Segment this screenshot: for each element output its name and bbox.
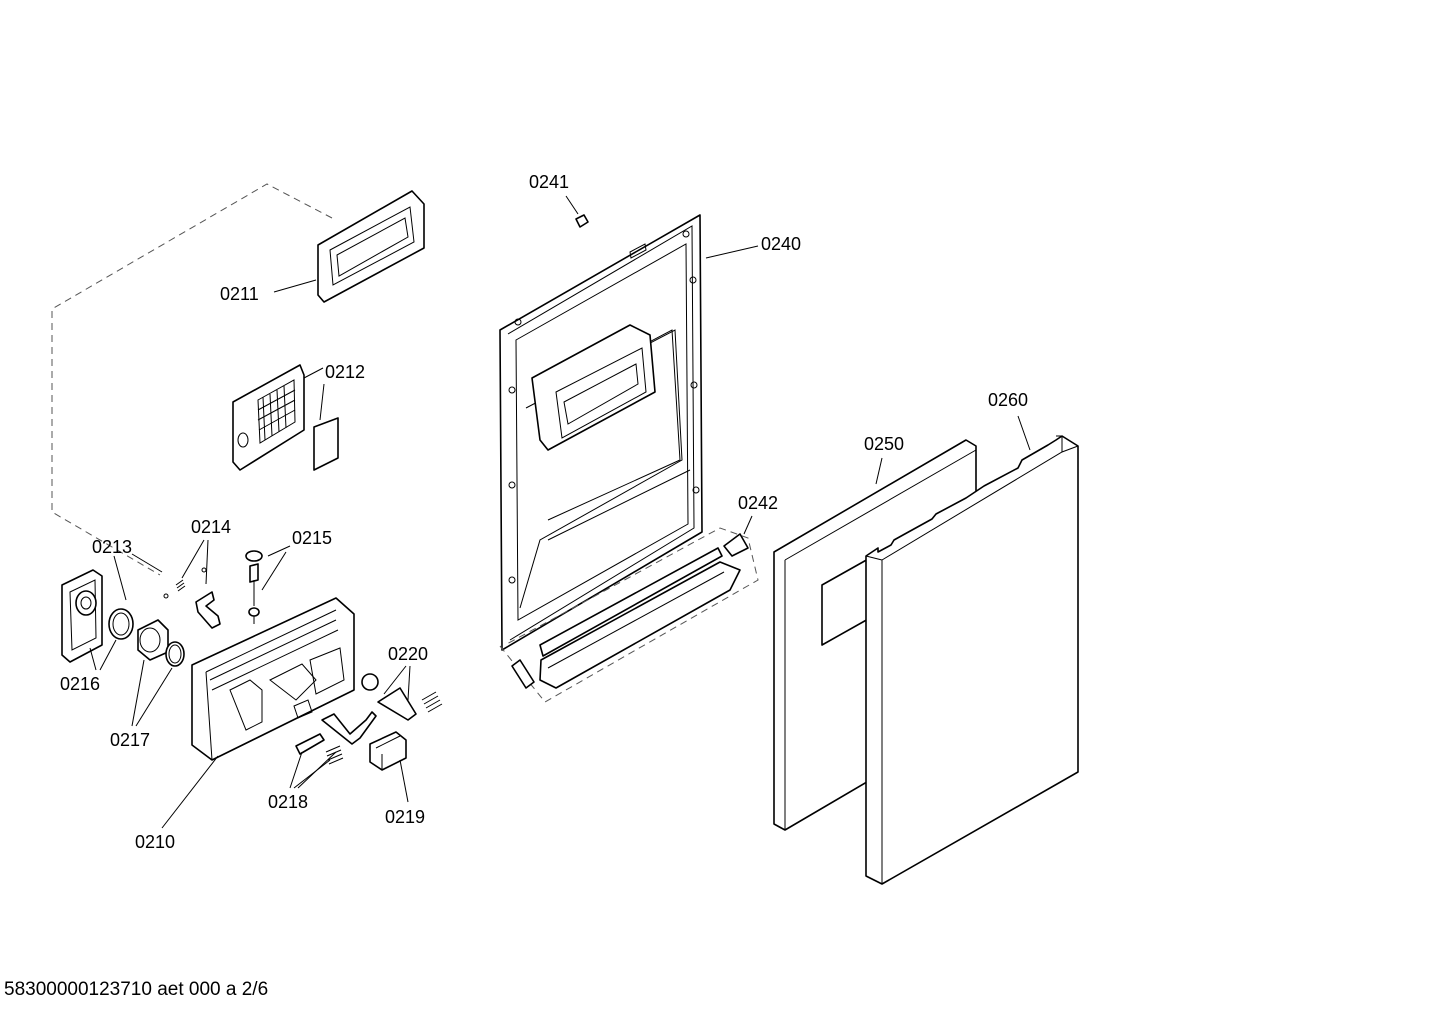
leader-lines [89,195,1031,829]
document-footer-code: 58300000123710 aet 000 a 2/6 [4,979,269,1000]
label-0219: 0219 [385,807,425,827]
part-0214-clip [163,567,221,629]
part-0242-strip [499,527,759,703]
part-0241-screw [575,214,589,228]
part-0210-dispenser-housing [191,597,355,761]
part-0212-filter [232,364,339,471]
part-0217-knob [137,619,185,667]
label-0213: 0213 [92,537,132,557]
label-0214: 0214 [191,517,231,537]
part-0240-inner-door [499,214,703,651]
label-0250: 0250 [864,434,904,454]
part-0220-float [361,673,443,721]
part-0213-handle [61,569,103,663]
part-0218-levers [295,711,377,765]
label-0241: 0241 [529,172,569,192]
part-0260-decor-panel [865,435,1079,885]
part-0211-frame [317,190,425,303]
label-0217: 0217 [110,730,150,750]
label-0216: 0216 [60,674,100,694]
label-0240: 0240 [761,234,801,254]
part-0219-magnet [369,731,407,771]
assembly-dashed-outline [51,183,333,576]
label-0212: 0212 [325,362,365,382]
label-0215: 0215 [292,528,332,548]
label-0260: 0260 [988,390,1028,410]
label-0210: 0210 [135,832,175,852]
label-0211: 0211 [220,284,259,304]
part-0215-pin [245,550,263,624]
part-0216-ring [108,608,134,640]
label-0220: 0220 [388,644,428,664]
label-0218: 0218 [268,792,308,812]
label-0242: 0242 [738,493,778,513]
